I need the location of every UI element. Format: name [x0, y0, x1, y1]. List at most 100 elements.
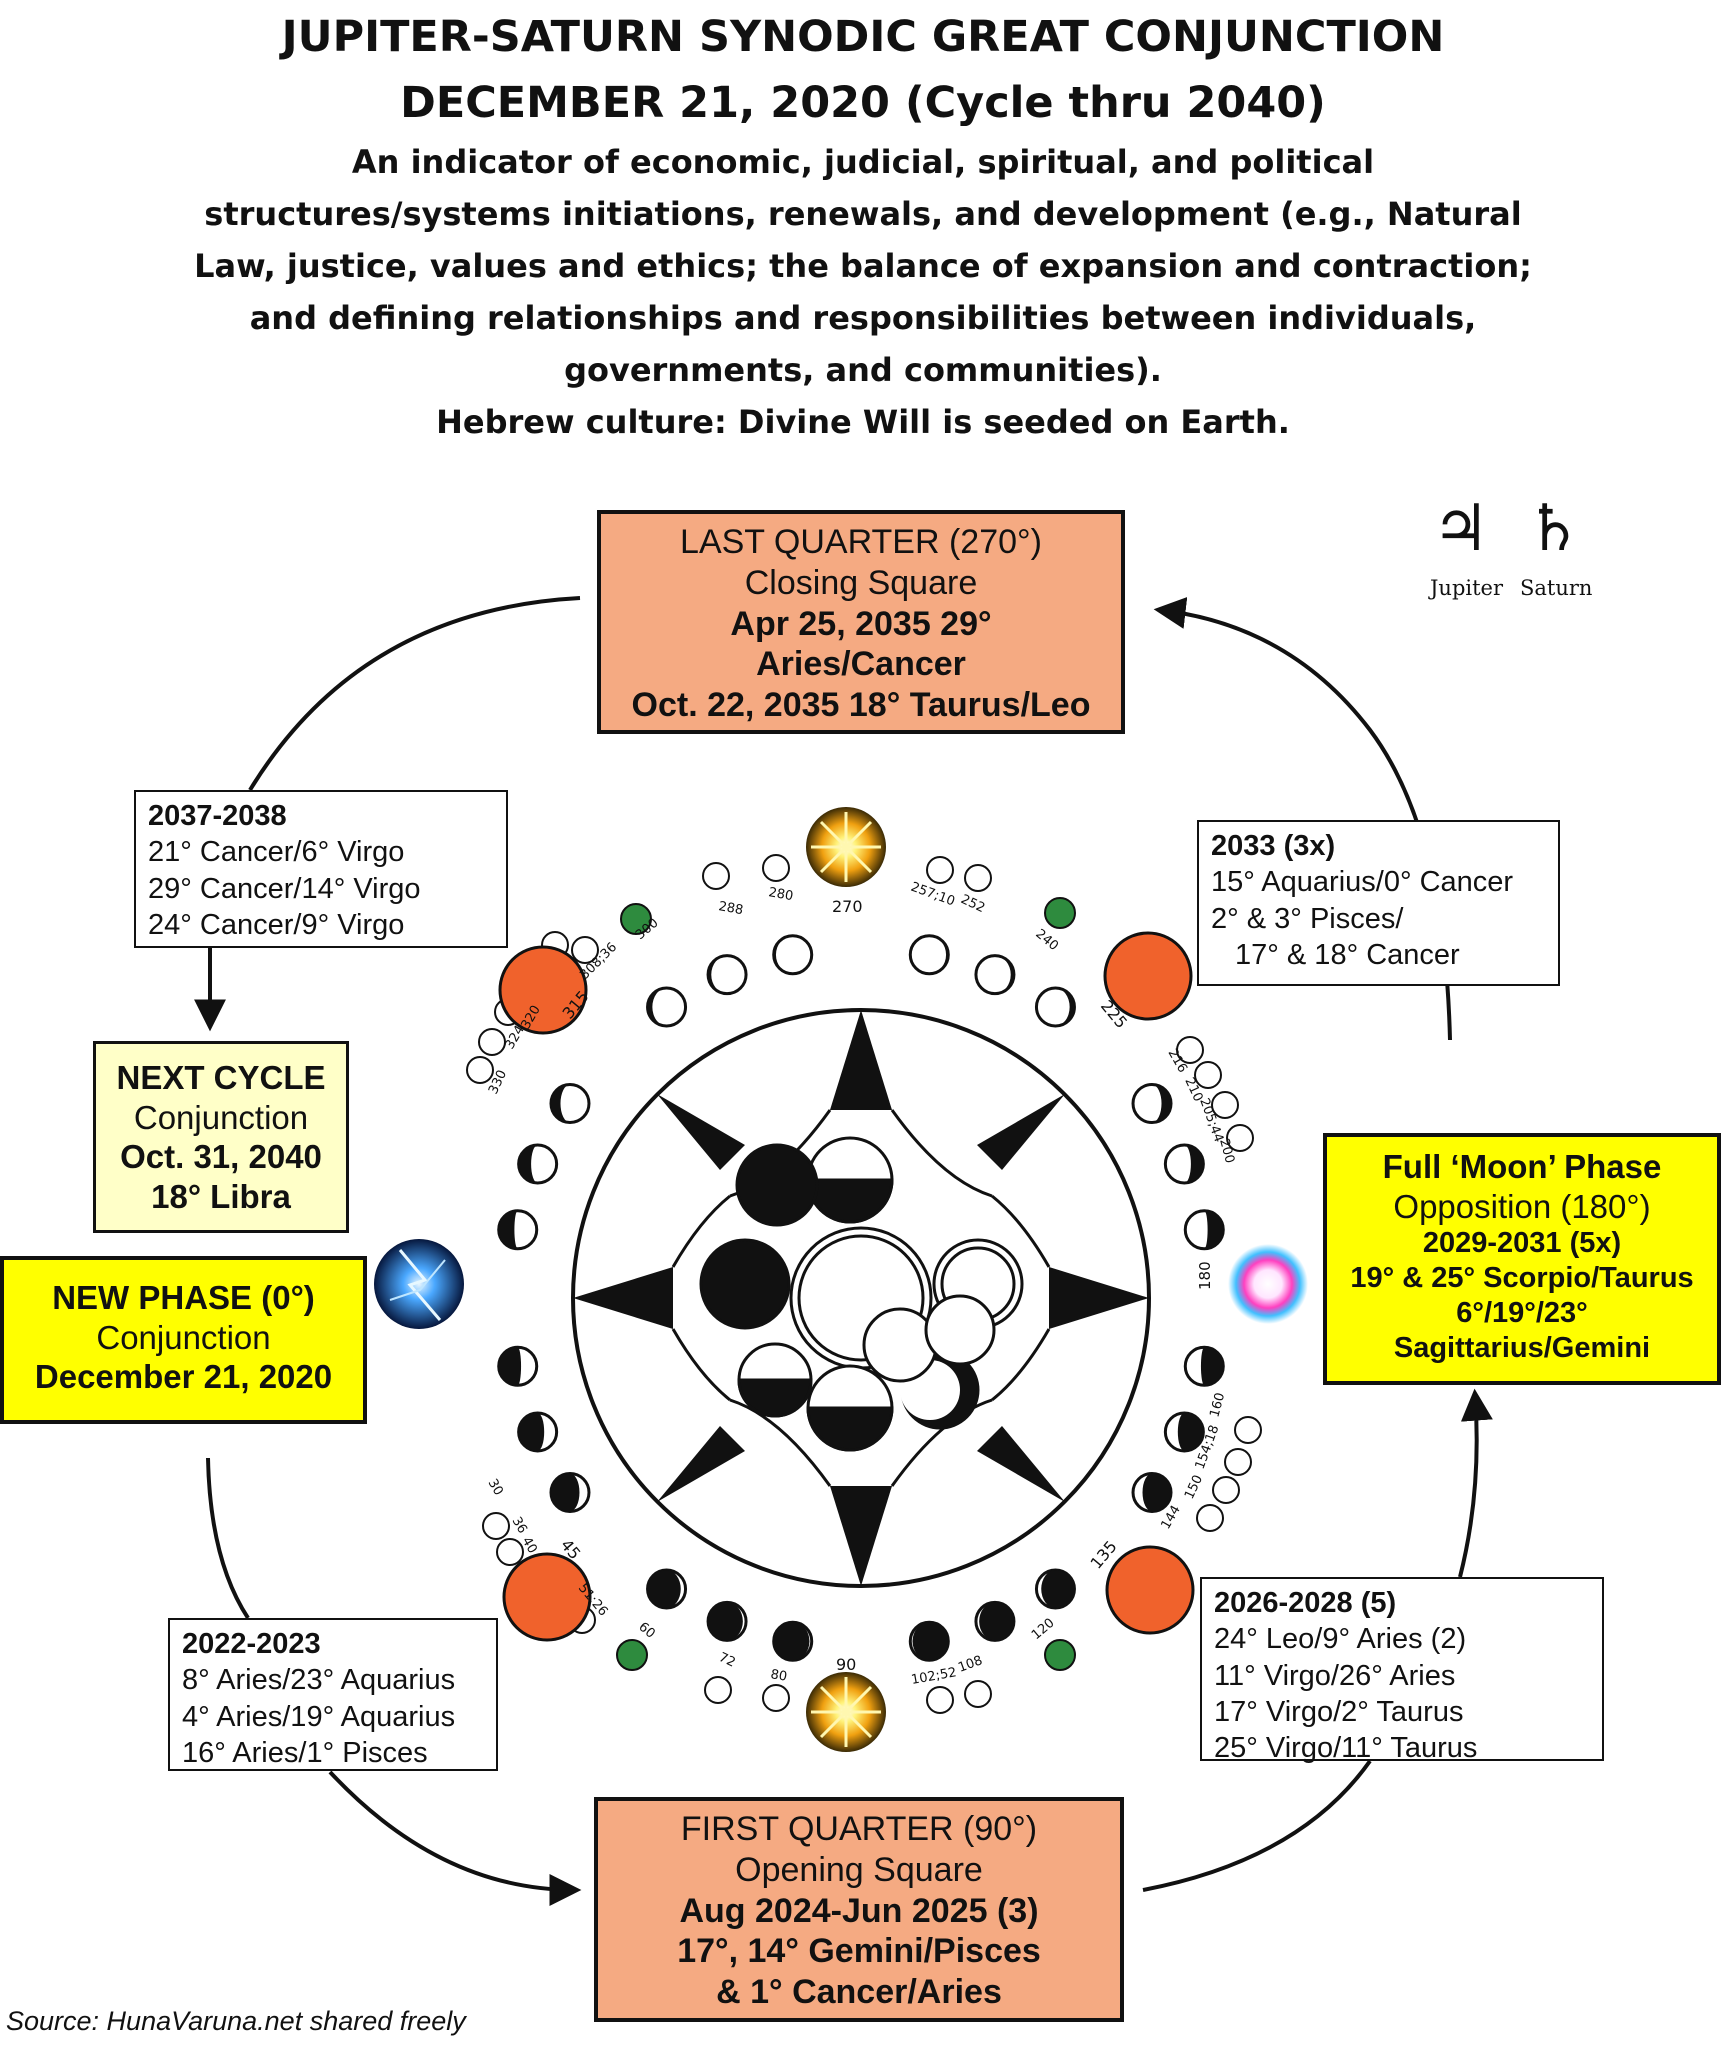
degree-marker-circle [1234, 1416, 1262, 1444]
degree-label: 240 [1032, 927, 1061, 954]
phase-circle [1183, 1345, 1225, 1387]
phase-circle-shadow [550, 1473, 580, 1512]
full-moon-line: 2029-2031 (5x) [1422, 1227, 1622, 1260]
lightning-icon-new-phase [374, 1239, 464, 1329]
phase-circle-shadow [498, 1210, 518, 1249]
planet-marker-315 [498, 945, 588, 1035]
last-quarter-box: LAST QUARTER (270°) Closing Square Apr 2… [597, 510, 1125, 734]
phase-circle [497, 1209, 539, 1251]
starburst-icon-full-moon [1228, 1244, 1308, 1324]
degree-label: 80 [769, 1667, 788, 1685]
phase-circle-shadow [994, 955, 1014, 994]
phase-circle-shadow [773, 1622, 810, 1661]
aspect-line: 24° Cancer/9° Virgo [148, 908, 405, 941]
phase-circle-shadow [518, 1145, 538, 1184]
phase-circle [646, 1568, 688, 1610]
inner-phase-se [862, 1307, 938, 1383]
aspect-heading: 2026-2028 (5) [1214, 1587, 1397, 1619]
saturn-label: Saturn [1520, 576, 1593, 600]
first-quarter-heading: FIRST QUARTER (90°) [680, 1810, 1038, 1848]
green-marker-240 [1044, 897, 1076, 929]
title-line-1: JUPITER-SATURN SYNODIC GREAT CONJUNCTION [281, 12, 1445, 62]
central-wheel [571, 1008, 1151, 1588]
degree-label: 108 [956, 1653, 984, 1676]
phase-circle [549, 1471, 591, 1513]
degree-marker-circle [571, 936, 599, 964]
last-quarter-line: Oct. 22, 2035 18° Taurus/Leo [631, 686, 1091, 725]
degree-marker-circle [762, 854, 790, 882]
degree-marker-circle [964, 864, 992, 892]
arrow-new-to-2022 [206, 1457, 250, 1620]
aspect-heading: 2033 (3x) [1211, 830, 1336, 862]
new-phase-date: December 21, 2020 [34, 1358, 333, 1396]
phase-circle-shadow [647, 987, 667, 1026]
degree-label: 120 [1029, 1616, 1058, 1643]
degree-label: 102;52 [910, 1665, 958, 1688]
degree-label: 180 [1196, 1261, 1214, 1290]
phase-circle [517, 1411, 559, 1453]
full-moon-line: 19° & 25° Scorpio/Taurus [1350, 1261, 1694, 1294]
aspect-box-2026-2028: 2026-2028 (5) 24° Leo/9° Aries (2) 11° V… [1200, 1577, 1604, 1764]
phase-circle-shadow [979, 1602, 1014, 1641]
phase-circle [497, 1345, 539, 1387]
next-cycle-box: NEXT CYCLE Conjunction Oct. 31, 2040 18°… [93, 1041, 349, 1233]
wheel-petals [573, 1010, 1149, 1586]
jupiter-symbol-icon: ♃ [1432, 492, 1490, 566]
next-cycle-heading: NEXT CYCLE [116, 1059, 326, 1096]
first-quarter-line: 17°, 14° Gemini/Pisces [677, 1932, 1041, 1971]
degree-label: 90 [836, 1655, 856, 1674]
full-moon-line: 6°/19°/23° [1456, 1296, 1588, 1329]
phase-ring [497, 934, 1225, 1662]
degree-marker-circle [1224, 1448, 1252, 1476]
phase-circle [1034, 986, 1076, 1028]
full-moon-subtitle: Opposition (180°) [1393, 1187, 1651, 1225]
phase-circle [1163, 1411, 1205, 1453]
degree-marker-circle [1211, 1091, 1239, 1119]
degree-marker-circle [964, 1680, 992, 1708]
description-line: and defining relationships and responsib… [249, 299, 1477, 337]
aspect-line: 15° Aquarius/0° Cancer [1211, 866, 1514, 899]
inner-phase-nw [735, 1143, 819, 1227]
description-line: structures/systems initiations, renewals… [204, 195, 1522, 233]
phase-circle-shadow [708, 1602, 743, 1641]
last-quarter-heading: LAST QUARTER (270°) [680, 523, 1042, 561]
aspect-line: 17° & 18° Cancer [1235, 938, 1460, 971]
aspect-line: 4° Aries/19° Aquarius [182, 1700, 456, 1733]
phase-circle [646, 986, 688, 1028]
phase-circle-shadow [498, 1347, 522, 1386]
phase-circle-shadow [708, 955, 728, 994]
degree-marker-circle [926, 1686, 954, 1714]
aspect-line: 25° Virgo/11° Taurus [1214, 1732, 1478, 1764]
first-quarter-line: & 1° Cancer/Aries [716, 1973, 1002, 2012]
first-quarter-box: FIRST QUARTER (90°) Opening Square Aug 2… [594, 1797, 1124, 2022]
degree-label: 288 [717, 899, 744, 918]
degree-label: 280 [767, 885, 794, 904]
phase-circle-shadow [1200, 1347, 1224, 1386]
phase-circle [1131, 1471, 1173, 1513]
degree-label: 30 [485, 1477, 506, 1499]
new-phase-heading: NEW PHASE (0°) [52, 1279, 315, 1316]
phase-circle [1034, 1568, 1076, 1610]
arrow-to-first-quarter [328, 1770, 582, 1906]
arrow-last-to-2037 [248, 596, 581, 792]
green-marker-60 [616, 1639, 648, 1671]
new-phase-subtitle: Conjunction [96, 1318, 271, 1356]
phase-circle-shadow [518, 1412, 545, 1451]
aspect-line: 29° Cancer/14° Virgo [148, 872, 421, 905]
aspect-box-2033: 2033 (3x) 15° Aquarius/0° Cancer 2° & 3°… [1197, 820, 1560, 986]
degree-label: 36 [509, 1515, 530, 1537]
description-line: governments, and communities). [564, 351, 1162, 389]
description-line: An indicator of economic, judicial, spir… [351, 143, 1375, 181]
degree-marker-circle [1226, 1124, 1254, 1152]
last-quarter-line: Aries/Cancer [756, 645, 966, 684]
degree-label: 270 [832, 897, 863, 916]
arrow-first-to-2026 [1142, 1759, 1372, 1892]
phase-circle [974, 954, 1016, 996]
aspect-line: 17° Virgo/2° Taurus [1214, 1695, 1464, 1728]
degree-marker-circle [466, 1056, 494, 1084]
degree-label: 257;10 [909, 880, 957, 910]
planet-marker-225 [1103, 931, 1193, 1021]
degree-label: 150 [1182, 1473, 1206, 1502]
phase-images [374, 807, 1308, 1752]
last-quarter-line: Apr 25, 2035 29° [730, 604, 992, 643]
